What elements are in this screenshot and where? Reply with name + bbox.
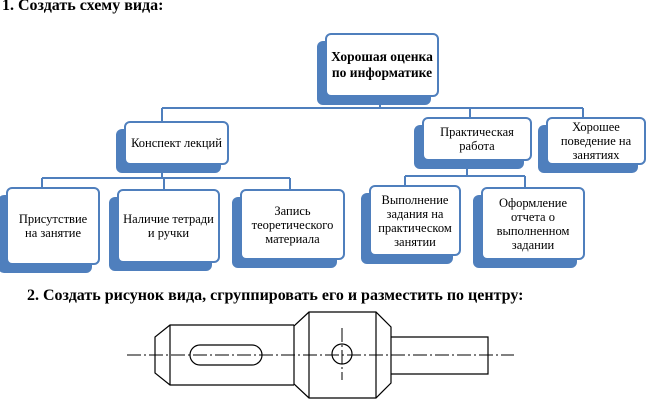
root-node-label: Хорошая оценка по информатике: [331, 49, 433, 80]
leaf-node-practical-task: Выполнение задания на практическом занят…: [369, 185, 461, 256]
leaf-node-attendance: Присутствие на занятие: [6, 187, 100, 265]
leaf-node-label: Наличие тетради и ручки: [123, 212, 214, 240]
leaf-node-label: Выполнение задания на практическом занят…: [378, 192, 452, 249]
branch-node-label: Хорошее поведение на занятиях: [560, 120, 632, 162]
branch-node-label: Конспект лекций: [131, 136, 222, 150]
branch-node-lectures: Конспект лекций: [124, 121, 229, 165]
diagram-root-node: Хорошая оценка по информатике: [325, 33, 439, 97]
connector-lines: [41, 97, 584, 189]
leaf-node-label: Присутствие на занятие: [18, 212, 88, 240]
leaf-node-notebook: Наличие тетради и ручки: [117, 189, 220, 263]
task-1-heading: 1. Создать схему вида:: [2, 0, 164, 14]
task-2-heading: 2. Создать рисунок вида, сгруппировать е…: [27, 287, 524, 304]
leaf-node-theory-notes: Запись теоретического материала: [240, 189, 345, 260]
leaf-node-label: Запись теоретического материала: [251, 203, 334, 246]
leaf-node-report: Оформление отчета о выполненном задании: [481, 187, 585, 260]
branch-node-behavior: Хорошее поведение на занятиях: [546, 117, 646, 165]
branch-node-label: Практическая работа: [440, 125, 514, 153]
leaf-node-label: Оформление отчета о выполненном задании: [496, 195, 570, 252]
branch-node-practical: Практическая работа: [422, 117, 532, 161]
